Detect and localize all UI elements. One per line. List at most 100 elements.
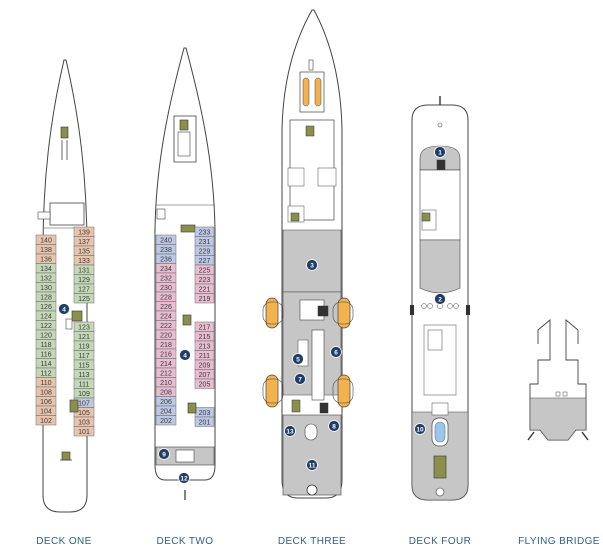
cabin-number: 232 <box>160 276 172 283</box>
lifeboat-port-fwd <box>265 297 279 329</box>
location-marker-number: 6 <box>334 349 338 356</box>
location-marker-7[interactable] <box>294 373 306 385</box>
cabin-number: 129 <box>78 277 90 284</box>
cabin-219[interactable] <box>194 293 215 304</box>
cabin-number: 226 <box>160 304 172 311</box>
deck-four-grating <box>433 455 447 479</box>
cabin-number: 221 <box>199 287 211 294</box>
flying-bridge-label: FLYING BRIDGE <box>518 536 600 547</box>
location-marker-6[interactable] <box>330 346 342 358</box>
location-marker-number: 5 <box>296 356 300 363</box>
deck-one-label: DECK ONE <box>36 536 91 547</box>
cabin-number: 135 <box>78 249 90 256</box>
cabin-number: 209 <box>199 363 211 370</box>
cabin-101[interactable] <box>73 426 95 437</box>
location-marker-number: 9 <box>162 451 166 458</box>
lifeboat-port-aft <box>265 374 279 408</box>
cabin-number: 140 <box>40 238 52 245</box>
deck-one: 1401381361341321301281261241221201181161… <box>35 59 95 547</box>
location-marker-10[interactable] <box>414 423 426 435</box>
lifeboat-stbd-fwd <box>337 297 351 329</box>
cabin-number: 204 <box>160 409 172 416</box>
cabin-number: 228 <box>160 295 172 302</box>
cabin-number: 238 <box>160 247 172 254</box>
cabin-number: 137 <box>78 239 90 246</box>
location-marker-12[interactable] <box>178 472 190 484</box>
location-marker-1[interactable] <box>434 146 446 158</box>
cabin-number: 210 <box>160 380 172 387</box>
deck-four-bridge <box>419 145 461 171</box>
deck-two: 2402382362342322302282262242222202182162… <box>154 47 216 547</box>
location-marker-5[interactable] <box>292 353 304 365</box>
cabin-number: 207 <box>199 372 211 379</box>
location-marker-3[interactable] <box>306 259 318 271</box>
deck-one-cabins: 1401381361341321301281261241221201181161… <box>35 226 95 437</box>
location-marker-number: 13 <box>286 428 294 435</box>
cabin-number: 229 <box>199 249 211 256</box>
location-marker-9[interactable] <box>158 448 170 460</box>
location-marker-4[interactable] <box>179 349 191 361</box>
cabin-number: 217 <box>199 325 211 332</box>
deck-two-label: DECK TWO <box>157 536 214 547</box>
location-marker-number: 11 <box>309 462 316 469</box>
cabin-number: 127 <box>78 287 90 294</box>
cabin-125[interactable] <box>73 293 95 304</box>
location-marker-11[interactable] <box>306 459 318 471</box>
deck-four-label: DECK FOUR <box>409 536 472 547</box>
cabin-number: 131 <box>78 268 90 275</box>
location-marker-number: 10 <box>416 426 424 433</box>
deck-one-hatch <box>49 202 85 226</box>
cabin-number: 111 <box>79 382 90 389</box>
cabin-number: 202 <box>160 418 172 425</box>
cabin-205[interactable] <box>194 378 215 389</box>
cabin-number: 203 <box>199 410 211 417</box>
cabin-201[interactable] <box>194 416 215 427</box>
cabin-number: 109 <box>78 391 90 398</box>
location-marker-number: 4 <box>183 352 187 359</box>
location-marker-13[interactable] <box>284 425 296 437</box>
cabin-number: 101 <box>78 429 90 436</box>
location-marker-number: 2 <box>438 296 442 303</box>
location-marker-2[interactable] <box>434 293 446 305</box>
cabin-number: 136 <box>40 257 52 264</box>
cabin-number: 240 <box>160 238 172 245</box>
cabin-number: 126 <box>40 304 52 311</box>
location-marker-number: 8 <box>332 423 336 430</box>
cabin-number: 118 <box>40 342 51 349</box>
cabin-number: 216 <box>160 352 172 359</box>
cabin-number: 211 <box>199 353 210 360</box>
cabin-number: 102 <box>40 418 52 425</box>
cabin-number: 121 <box>78 334 90 341</box>
cabin-number: 128 <box>40 295 52 302</box>
cabin-number: 201 <box>199 420 211 427</box>
cabin-number: 222 <box>160 323 172 330</box>
location-marker-number: 12 <box>180 475 188 482</box>
cabin-number: 115 <box>78 363 89 370</box>
cabin-number: 132 <box>40 276 52 283</box>
cabin-102[interactable] <box>35 415 57 426</box>
cabin-number: 225 <box>199 268 211 275</box>
cabin-number: 138 <box>40 247 52 254</box>
cabin-number: 103 <box>78 420 90 427</box>
deck-one-stair <box>60 126 69 139</box>
location-marker-number: 4 <box>62 306 66 313</box>
cabin-number: 208 <box>160 390 172 397</box>
cabin-number: 214 <box>160 361 172 368</box>
cabin-number: 116 <box>40 352 51 359</box>
cabin-202[interactable] <box>155 415 177 426</box>
cabin-number: 117 <box>78 353 89 360</box>
deck-one-aft-stair <box>69 399 79 413</box>
cabin-number: 227 <box>199 258 211 265</box>
cabin-number: 234 <box>160 266 172 273</box>
location-marker-4[interactable] <box>58 303 70 315</box>
cabin-number: 231 <box>199 239 211 246</box>
cabin-number: 233 <box>199 230 211 237</box>
cabin-number: 206 <box>160 399 172 406</box>
cabin-number: 104 <box>40 409 52 416</box>
location-marker-8[interactable] <box>328 420 340 432</box>
cabin-number: 223 <box>199 277 211 284</box>
cabin-number: 107 <box>78 401 90 408</box>
cabin-number: 133 <box>78 258 90 265</box>
